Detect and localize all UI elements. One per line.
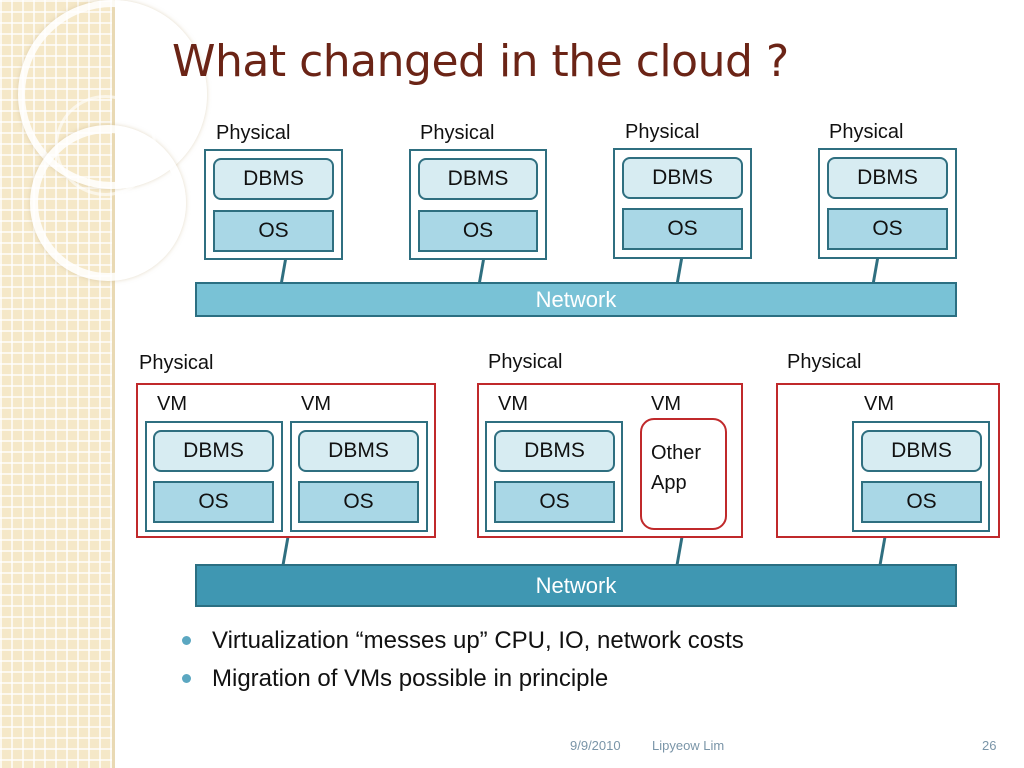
dbms-box: DBMS <box>861 430 982 472</box>
bullet-item: Virtualization “messes up” CPU, IO, netw… <box>182 622 744 660</box>
dbms-box: DBMS <box>298 430 419 472</box>
os-box: OS <box>622 208 743 250</box>
network-link <box>878 538 887 564</box>
vm-label: VM <box>864 393 894 415</box>
bullet-text: Migration of VMs possible in principle <box>212 665 609 692</box>
vm-label: VM <box>651 393 681 415</box>
footer-author: Lipyeow Lim <box>652 738 725 753</box>
os-box: OS <box>494 481 615 523</box>
vm-label: VM <box>498 393 528 415</box>
physical-label: Physical <box>829 121 904 143</box>
network-bar: Network <box>195 282 957 317</box>
physical-label: Physical <box>216 122 291 144</box>
physical-label: Physical <box>488 351 563 373</box>
vm-label: VM <box>301 393 331 415</box>
network-link <box>871 259 880 282</box>
bullet-text: Virtualization “messes up” CPU, IO, netw… <box>212 627 744 654</box>
dbms-box: DBMS <box>827 157 948 199</box>
decorative-ring <box>55 95 156 196</box>
bullet-item: Migration of VMs possible in principle <box>182 660 744 698</box>
physical-label: Physical <box>787 351 862 373</box>
bullet-dot-icon <box>182 674 191 683</box>
network-link <box>675 538 684 564</box>
bullet-list: Virtualization “messes up” CPU, IO, netw… <box>182 622 744 698</box>
other-app-line: Other <box>651 442 702 464</box>
slide-title: What changed in the cloud ? <box>172 36 789 87</box>
other-app-vm <box>640 418 727 530</box>
dbms-box: DBMS <box>213 158 334 200</box>
dbms-box: DBMS <box>494 430 615 472</box>
side-band-edge <box>112 0 115 768</box>
bullet-dot-icon <box>182 636 191 645</box>
network-link <box>675 259 684 282</box>
physical-label: Physical <box>139 352 214 374</box>
network-link <box>478 260 485 282</box>
dbms-box: DBMS <box>622 157 743 199</box>
page-number: 26 <box>982 738 997 753</box>
other-app-label: Other App <box>651 438 701 498</box>
physical-label: Physical <box>625 121 700 143</box>
dbms-box: DBMS <box>153 430 274 472</box>
os-box: OS <box>153 481 274 523</box>
network-bar: Network <box>195 564 957 607</box>
physical-label: Physical <box>420 122 495 144</box>
dbms-box: DBMS <box>418 158 538 200</box>
os-box: OS <box>298 481 419 523</box>
vm-label: VM <box>157 393 187 415</box>
os-box: OS <box>213 210 334 252</box>
other-app-line: App <box>651 472 687 494</box>
os-box: OS <box>827 208 948 250</box>
network-link <box>280 260 287 282</box>
os-box: OS <box>418 210 538 252</box>
footer-date: 9/9/2010 <box>570 738 621 753</box>
os-box: OS <box>861 481 982 523</box>
network-link <box>281 538 290 564</box>
